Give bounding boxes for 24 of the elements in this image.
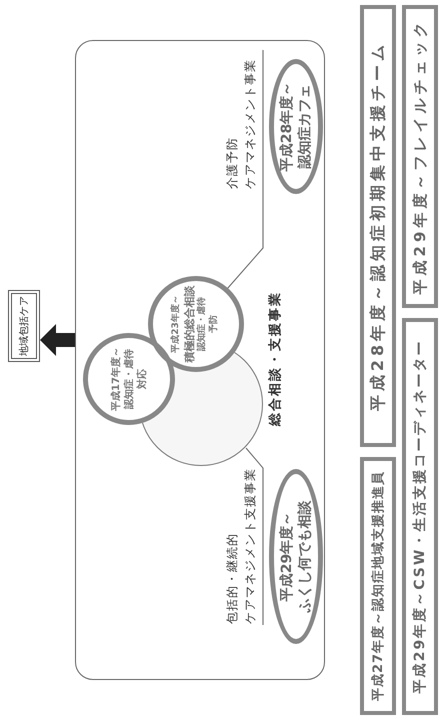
program-band: 平成28年度～認知症初期集中支援チーム	[360, 5, 396, 447]
program-band: 平成29年度～CSW・生活支援コーディネーター	[402, 318, 438, 715]
circle-text: 平成28年度～	[278, 82, 296, 172]
circle-text: 認知症カフェ	[296, 84, 314, 168]
block-arrow	[40, 324, 75, 356]
rounded-frame	[75, 40, 325, 680]
section-label: 総合相談・支援事業	[267, 291, 284, 426]
note-text: 包括的・継続的	[224, 532, 240, 624]
note-text: ケアマネジメント支援事業	[242, 467, 258, 624]
circle-text: 認知症・虐待対応	[122, 348, 148, 410]
circle-text: 平成29年度～	[278, 512, 296, 602]
title-box: 地域包括ケア	[8, 290, 40, 362]
program-band: 平成27年度～認知症地域支援推進員	[360, 457, 396, 715]
leader-line	[226, 50, 264, 290]
venn-circle	[148, 276, 244, 372]
note-text: 介護予防	[224, 136, 240, 189]
note-text: ケアマネジメント事業	[242, 58, 258, 189]
leader-line	[246, 448, 264, 626]
circle-text: 認知症・虐待予防	[197, 296, 220, 353]
circle-text: ふくし何でも相談	[296, 500, 314, 612]
circle-text: 積極的総合相談	[183, 286, 196, 362]
program-band: 平成29年度～フレイルチェック	[402, 5, 438, 308]
circle-text: 平成17年度～	[110, 347, 122, 411]
circle-text: 平成23年度～	[171, 295, 182, 353]
